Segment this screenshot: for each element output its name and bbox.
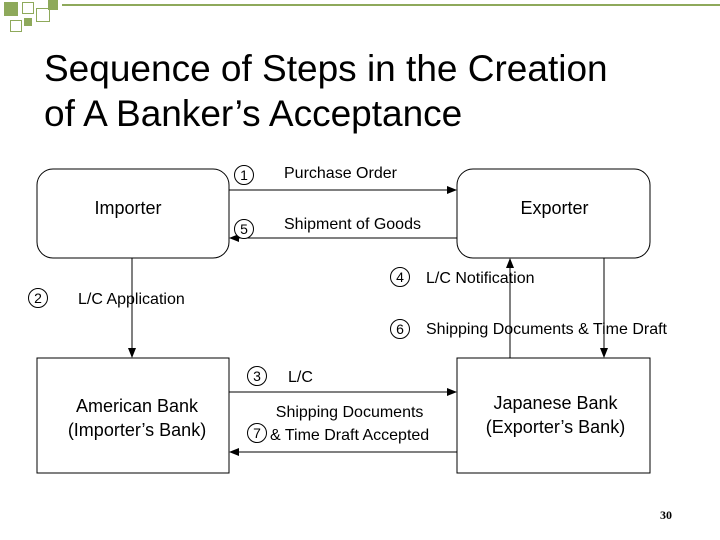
title-line-1: Sequence of Steps in the Creation [44, 48, 608, 89]
top-rule [62, 4, 720, 6]
step-label-lc: L/C [288, 369, 313, 386]
decor-square [36, 8, 50, 22]
decor-square [48, 0, 58, 10]
step-label-accepted: Shipping Documents & Time Draft Accepted [270, 401, 429, 447]
page-number: 30 [660, 508, 672, 522]
step-number-2: 2 [28, 288, 48, 308]
step-label-purchase-order: Purchase Order [284, 165, 397, 182]
title-line-2: of A Banker’s Acceptance [44, 93, 463, 134]
american-bank-label: American Bank (Importer’s Bank) [37, 394, 237, 442]
american-bank-role: (Importer’s Bank) [67, 420, 207, 440]
page-title: Sequence of Steps in the Creation of A B… [44, 46, 694, 136]
importer-box [36, 168, 230, 259]
decor-square [10, 20, 22, 32]
japanese-bank-label: Japanese Bank (Exporter’s Bank) [457, 391, 654, 439]
japanese-bank-role: (Exporter’s Bank) [485, 417, 626, 437]
step-number-5: 5 [234, 219, 254, 239]
decor-square [22, 2, 34, 14]
corner-decoration [0, 0, 60, 40]
step-label-lc-application: L/C Application [78, 291, 185, 308]
step-label-shipping-documents: Shipping Documents & Time Draft [426, 321, 667, 338]
american-bank-name: American Bank [75, 396, 199, 416]
decor-square [24, 18, 32, 26]
step-label-lc-notification: L/C Notification [426, 270, 535, 287]
step-number-1: 1 [234, 165, 254, 185]
step-label-shipment: Shipment of Goods [284, 216, 421, 233]
american-bank-box [36, 357, 230, 474]
accepted-line-2: & Time Draft Accepted [270, 427, 430, 444]
accepted-line-1: Shipping Documents [275, 404, 424, 421]
step-number-7: 7 [247, 423, 267, 443]
step-number-4: 4 [390, 267, 410, 287]
importer-label: Importer [94, 198, 162, 218]
step-number-6: 6 [390, 319, 410, 339]
japanese-bank-box [456, 357, 651, 474]
japanese-bank-name: Japanese Bank [493, 393, 618, 413]
step-number-3: 3 [247, 366, 267, 386]
exporter-label: Exporter [520, 198, 589, 218]
exporter-box [456, 168, 651, 259]
decor-square [4, 2, 18, 16]
